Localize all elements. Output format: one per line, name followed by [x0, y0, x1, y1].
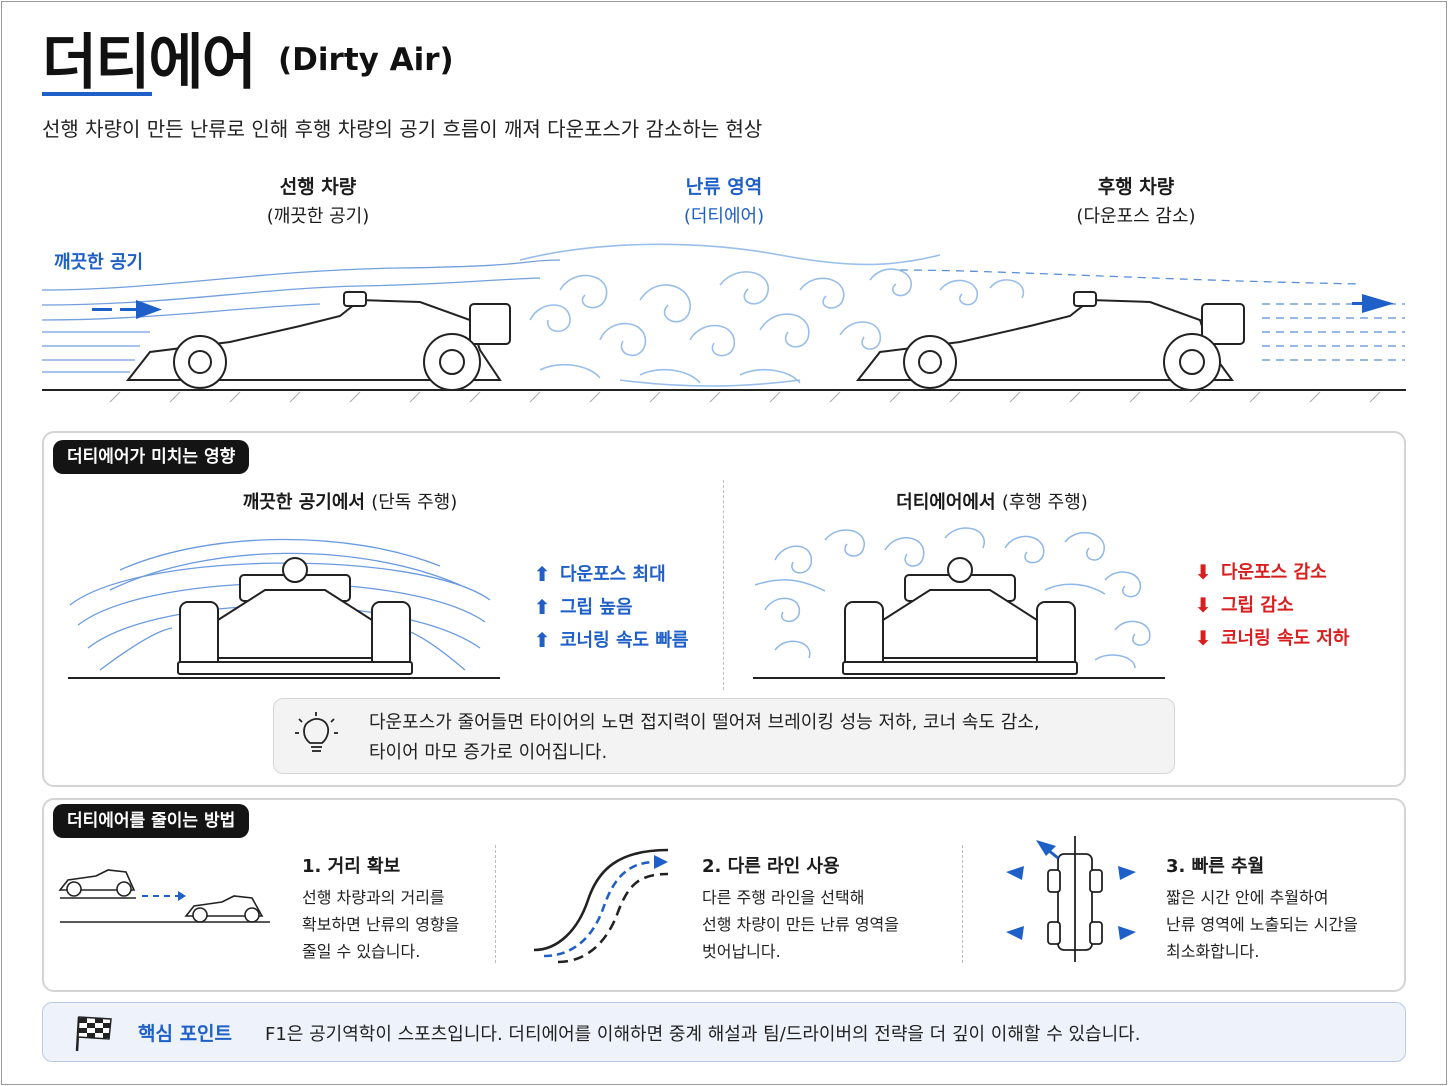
lead-car-header: 선행 차량 (깨끗한 공기) [218, 172, 418, 232]
follow-car-header: 후행 차량 (다운포스 감소) [1036, 172, 1236, 232]
methods-panel-label: 더티에어를 줄이는 방법 [53, 804, 250, 838]
effects-note: 다운포스가 줄어들면 타이어의 노면 접지력이 떨어져 브레이킹 성능 저하, … [273, 698, 1175, 774]
follow-car-sub: (다운포스 감소) [1076, 206, 1196, 227]
methods-panel [42, 798, 1406, 992]
lightbulb-icon [295, 712, 338, 752]
methods-divider-2 [962, 845, 963, 963]
key-point-text: F1은 공기역학이 스포츠입니다. 더티에어를 이해하면 중계 해설과 팀/드라… [265, 1024, 1141, 1045]
dirty-effect-item: ⬇코너링 속도 저하 [1193, 622, 1350, 655]
turbulence-swirls [519, 243, 1025, 387]
clean-air-title-sub: (단독 주행) [371, 492, 458, 513]
lead-car-title: 선행 차량 [279, 176, 357, 198]
clean-air-title: 깨끗한 공기에서 [242, 492, 365, 513]
arrow-right-icon [92, 300, 162, 319]
title-underline [42, 92, 152, 96]
clean-effect-item: ⬆코너링 속도 빠름 [532, 624, 689, 657]
method-racing-line-text: 다른 주행 라인을 선택해 선행 차량이 만든 난류 영역을 벗어납니다. [702, 888, 899, 961]
distance-illustration [58, 869, 270, 923]
method-quick-overtake-text: 짧은 시간 안에 추월하여 난류 영역에 노출되는 시간을 최소화합니다. [1166, 888, 1358, 961]
front-car-clean [177, 557, 413, 675]
page-title-english: (Dirty Air) [278, 42, 454, 78]
clean-effect-item: ⬆그립 높음 [532, 591, 688, 624]
checkered-flag-icon [75, 1016, 112, 1052]
dirty-air-heading: 더티에어에서 (후행 주행) [852, 488, 1132, 514]
clean-airflow-lines [41, 259, 561, 373]
clean-effect-item: ⬆다운포스 최대 [532, 558, 688, 591]
dirty-effect-item: ⬇다운포스 감소 [1193, 556, 1349, 589]
method-distance-text: 선행 차량과의 거리를 확보하면 난류의 영향을 줄일 수 있습니다. [302, 888, 460, 961]
method-distance-title: 1. 거리 확보 [302, 856, 401, 877]
lead-car-sub: (깨끗한 공기) [266, 206, 370, 227]
overtake-illustration [1006, 836, 1136, 962]
page-title: 더티에어 [42, 28, 257, 98]
dirty-air-front-view [753, 527, 1165, 679]
methods-divider-1 [495, 845, 496, 963]
airflow-diagram [41, 243, 1406, 403]
front-car-dirty [842, 557, 1078, 675]
lead-car-illustration [125, 291, 511, 391]
method-racing-line: 2. 다른 라인 사용 다른 주행 라인을 선택해 선행 차량이 만든 난류 영… [702, 852, 899, 965]
arrow-up-icon: ⬆ [533, 562, 551, 586]
page-subtitle: 선행 차량이 만든 난류로 인해 후행 차량의 공기 흐름이 깨져 다운포스가 … [42, 117, 763, 141]
arrow-down-icon: ⬇ [1194, 626, 1212, 650]
arrow-right-icon [1352, 294, 1394, 313]
clean-air-heading: 깨끗한 공기에서 (단독 주행) [200, 488, 500, 514]
effects-divider [723, 480, 724, 690]
follow-car-title: 후행 차량 [1097, 176, 1175, 198]
turbulence-title: 난류 영역 [685, 176, 763, 198]
arrow-up-icon: ⬆ [533, 595, 551, 619]
clean-air-front-view [68, 538, 500, 679]
turbulence-sub: (더티에어) [683, 206, 765, 227]
arrow-up-icon: ⬆ [533, 628, 551, 652]
clean-effects-list: ⬆다운포스 최대 ⬆그립 높음 ⬆코너링 속도 빠름 [532, 558, 689, 657]
method-quick-overtake-title: 3. 빠른 추월 [1166, 856, 1265, 877]
method-quick-overtake: 3. 빠른 추월 짧은 시간 안에 추월하여 난류 영역에 노출되는 시간을 최… [1166, 852, 1358, 965]
clean-air-label: 깨끗한 공기 [54, 252, 144, 273]
effects-panel-label: 더티에어가 미치는 영향 [53, 440, 250, 474]
dirty-effect-item: ⬇그립 감소 [1193, 589, 1349, 622]
arrow-down-icon: ⬇ [1194, 593, 1212, 617]
method-distance: 1. 거리 확보 선행 차량과의 거리를 확보하면 난류의 영향을 줄일 수 있… [302, 852, 459, 965]
follow-car-illustration [855, 291, 1245, 391]
ground-hatch [109, 391, 1381, 403]
effects-note-text: 다운포스가 줄어들면 타이어의 노면 접지력이 떨어져 브레이킹 성능 저하, … [369, 712, 1040, 763]
dirty-air-title: 더티에어에서 [896, 492, 996, 513]
arrow-down-icon: ⬇ [1194, 560, 1212, 584]
turbulence-header: 난류 영역 (더티에어) [624, 172, 824, 232]
key-point-label: 핵심 포인트 [138, 1023, 233, 1045]
key-point-banner: 핵심 포인트 F1은 공기역학이 스포츠입니다. 더티에어를 이해하면 중계 해… [42, 1002, 1406, 1062]
dirty-air-title-sub: (후행 주행) [1001, 492, 1088, 513]
racing-line-illustration [533, 848, 669, 964]
dirty-effects-list: ⬇다운포스 감소 ⬇그립 감소 ⬇코너링 속도 저하 [1193, 556, 1350, 655]
method-racing-line-title: 2. 다른 라인 사용 [702, 856, 840, 877]
